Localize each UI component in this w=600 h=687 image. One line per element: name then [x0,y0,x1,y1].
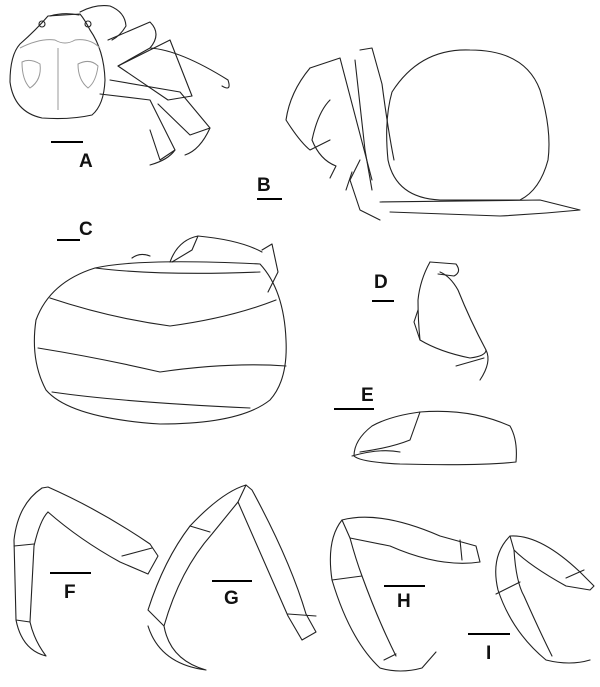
panel-label-f: F [64,582,76,603]
panel-c-drawing [33,235,287,425]
panel-b-drawing [285,47,581,221]
panel-label-g: G [224,588,239,609]
panel-label-b: B [257,175,271,196]
panel-g-drawing [147,484,317,671]
panel-h-drawing [329,516,481,672]
panel-a-drawing [9,5,230,166]
panel-label-d: D [374,272,388,293]
panel-f-drawing [13,486,159,657]
panel-label-a: A [79,151,93,172]
panel-e-drawing [351,410,517,466]
panel-i-drawing [495,535,595,664]
panel-label-h: H [397,591,411,612]
panel-label-c: C [79,219,93,240]
panel-d-drawing [413,261,489,381]
panel-label-i: I [486,643,492,664]
panel-label-e: E [361,385,374,406]
